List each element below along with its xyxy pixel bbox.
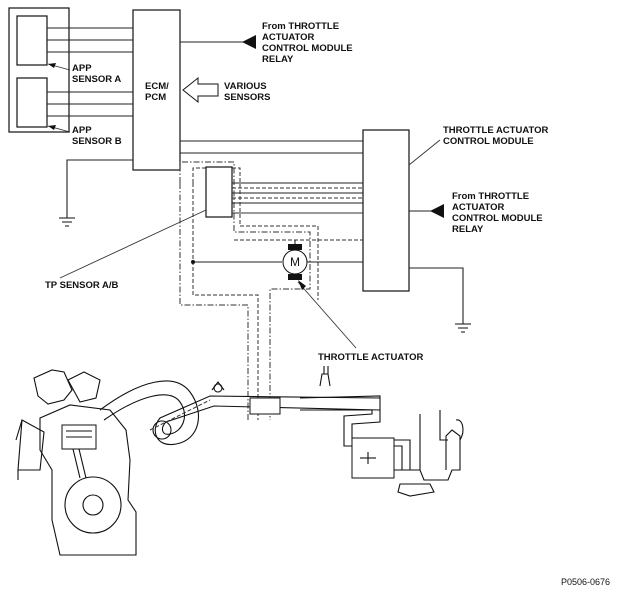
label-tacm: THROTTLE ACTUATOR CONTROL MODULE (443, 125, 549, 147)
relay-right-line-1: From THROTTLE (452, 191, 529, 202)
app-sensor-b-element (16, 77, 48, 128)
ecm-line-2: PCM (145, 92, 166, 103)
ecm-tacm-wiring (180, 140, 363, 154)
label-tp-sensor: TP SENSOR A/B (45, 280, 119, 291)
relay-top-line-2: ACTUATOR (262, 32, 315, 43)
label-throttle-actuator: THROTTLE ACTUATOR (318, 352, 424, 363)
label-ecm-pcm: ECM/ PCM (145, 81, 169, 103)
tacm-line-2: CONTROL MODULE (443, 136, 534, 147)
various-sensors-arrow (182, 76, 219, 104)
app-sensor-a-element (16, 15, 48, 66)
app-a-line-2: SENSOR A (72, 74, 121, 85)
app-wiring (47, 27, 133, 133)
label-app-sensor-b: APP SENSOR B (72, 125, 122, 147)
app-sensor-housing (8, 7, 70, 133)
tacm-ground (409, 267, 471, 333)
engine-illustration (15, 366, 464, 556)
relay-top-line-3: CONTROL MODULE (262, 43, 353, 54)
relay-right-line-4: RELAY (452, 224, 484, 235)
relay-top-line-4: RELAY (262, 54, 294, 65)
various-line-1: VARIOUS (224, 81, 267, 92)
label-relay-top: From THROTTLE ACTUATOR CONTROL MODULE RE… (262, 21, 353, 65)
ecm-pcm-box (132, 9, 181, 171)
label-relay-right: From THROTTLE ACTUATOR CONTROL MODULE RE… (452, 191, 543, 235)
ecm-ground (59, 159, 133, 227)
app-a-line-1: APP (72, 63, 92, 74)
label-app-sensor-a: APP SENSOR A (72, 63, 121, 85)
motor-symbol: M (290, 255, 300, 269)
app-b-line-2: SENSOR B (72, 136, 122, 147)
throttle-body-enclosure (179, 161, 319, 420)
tacm-line-1: THROTTLE ACTUATOR (443, 125, 549, 136)
various-line-2: SENSORS (224, 92, 270, 103)
leader-lines (59, 209, 357, 349)
label-various-sensors: VARIOUS SENSORS (224, 81, 270, 103)
relay-input-arrow-top (180, 35, 256, 49)
throttle-motor: M (191, 240, 363, 280)
relay-right-line-3: CONTROL MODULE (452, 213, 543, 224)
app-b-line-1: APP (72, 125, 92, 136)
relay-right-line-2: ACTUATOR (452, 202, 505, 213)
tp-sensor-wiring (232, 182, 363, 241)
figure-code: P0506-0676 (561, 577, 610, 587)
tacm-box (362, 129, 410, 292)
relay-input-arrow-right (408, 139, 444, 218)
ecm-line-1: ECM/ (145, 81, 169, 92)
relay-top-line-1: From THROTTLE (262, 21, 339, 32)
tp-sensor-box (205, 166, 233, 218)
